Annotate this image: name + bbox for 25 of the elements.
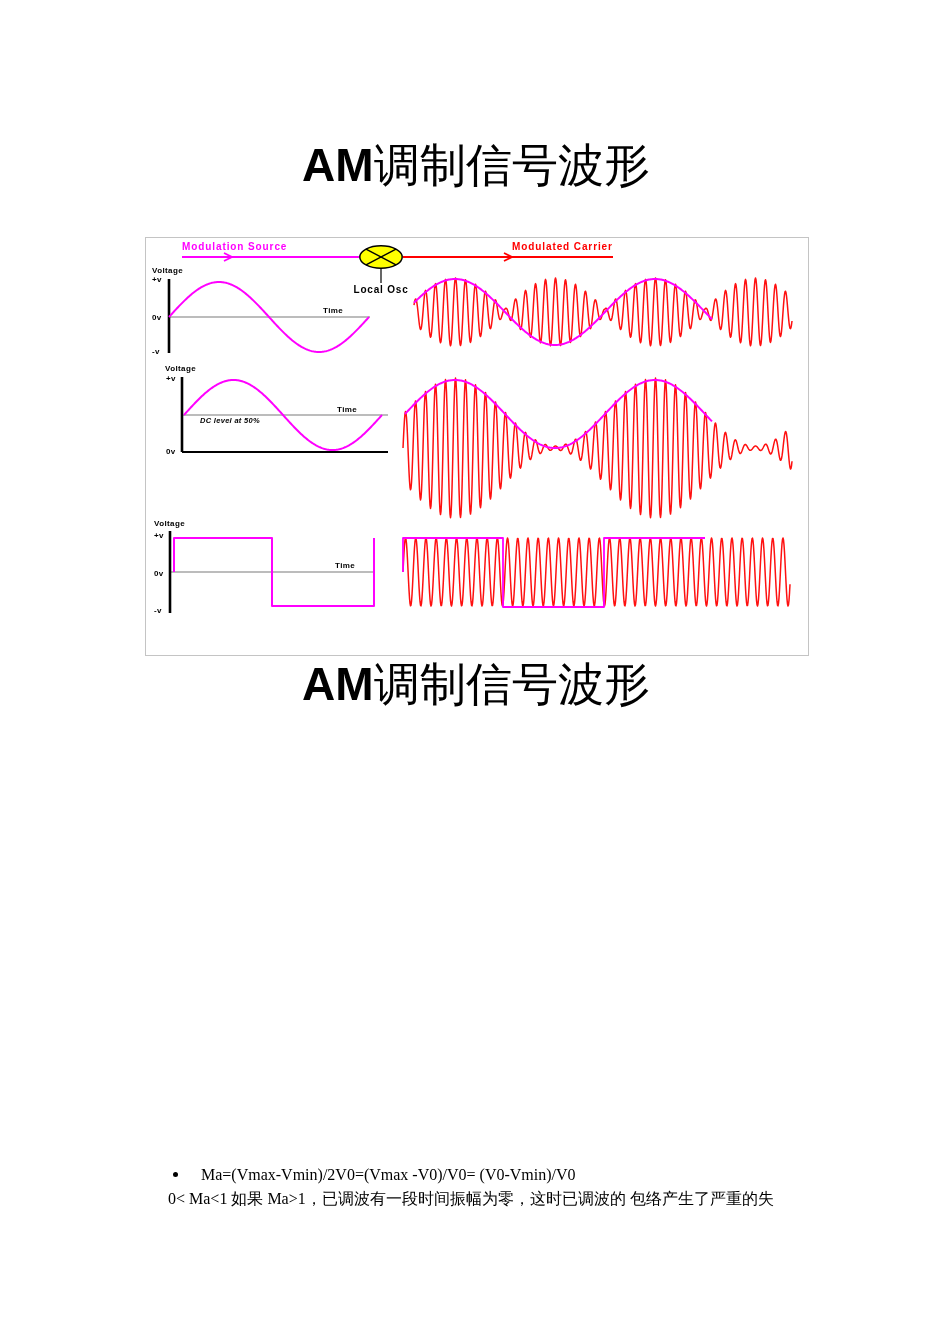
tick-label: 0v [154,569,164,578]
formula: Ma=(Vmax-Vmin)/2V0=(Vmax -V0)/V0= (V0-Vmin)/V0 [201,1166,576,1184]
tick-label: 0v [152,313,162,322]
oscillator-label: Local Osc [353,283,409,296]
signal-arrow [402,252,614,262]
axis-title: Time [323,306,344,315]
axis-title: Voltage [154,519,186,528]
tick-label: +v [166,374,176,383]
tick-label: 0v [166,447,176,456]
axis-title: Time [337,405,358,414]
leader-line [380,268,382,284]
title: AM调制信号波形 [302,139,650,191]
tick-label: -v [154,606,162,615]
signal-arrow [181,252,360,262]
tick-label: -v [152,347,160,356]
caption: AM调制信号波形 [302,658,650,710]
axis-title: Voltage [152,266,184,275]
mixer-symbol [359,245,403,269]
signal-label: Modulated Carrier [512,241,613,257]
signal-label: Modulation Source [182,241,288,257]
tick-label: +v [152,275,162,284]
tick-label: +v [154,531,164,540]
axis-title: Voltage [165,364,197,373]
axis-title: Time [335,561,356,570]
body-text: 0< Ma<1 如果 Ma>1，已调波有一段时间振幅为零，这时已调波的 包络产生了严重的失 [168,1190,774,1208]
